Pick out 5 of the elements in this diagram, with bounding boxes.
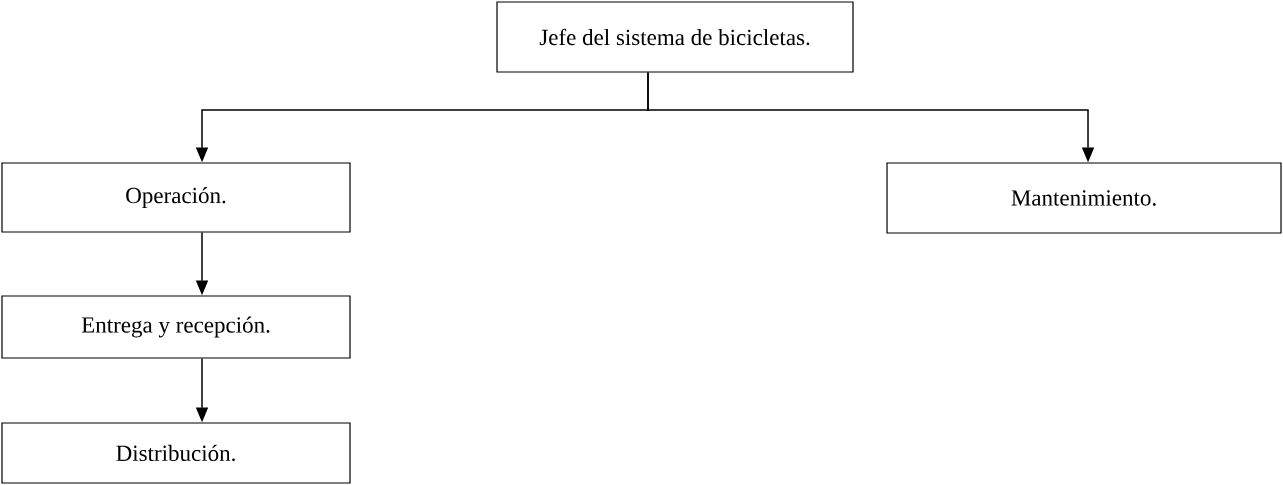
org-box: Operación.: [1, 162, 351, 233]
org-box: Entrega y recepción.: [1, 295, 351, 359]
org-box: Jefe del sistema de bicicletas.: [496, 1, 854, 73]
org-box: Distribución.: [1, 422, 351, 484]
org-box: Mantenimiento.: [886, 162, 1282, 234]
